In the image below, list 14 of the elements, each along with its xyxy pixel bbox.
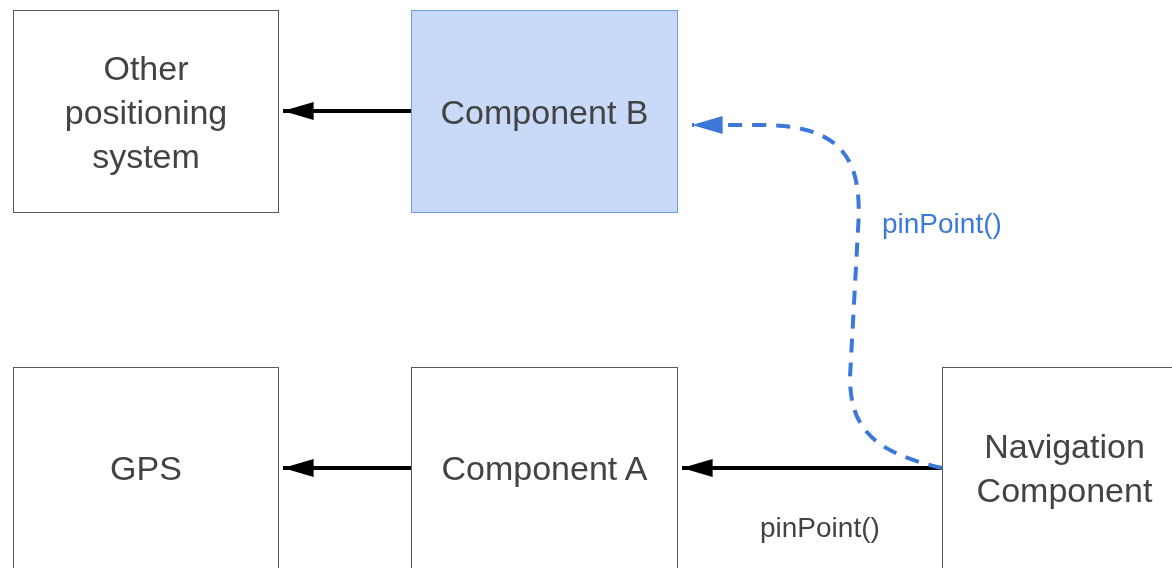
process-box <box>13 10 279 213</box>
process-box <box>411 10 678 213</box>
box-label: Component B <box>440 91 649 133</box>
arrow <box>283 102 411 120</box>
arrow <box>692 116 943 470</box>
process-box <box>411 367 678 568</box>
arrow <box>283 459 411 477</box>
box-label: Other positioning system <box>63 47 229 177</box>
process-box <box>13 367 279 568</box>
box-label: GPS <box>110 447 182 489</box>
box-label: Navigation Component <box>975 425 1154 511</box>
arrow <box>682 459 942 477</box>
process-box <box>942 367 1172 568</box>
box-label: Component A <box>441 447 648 489</box>
